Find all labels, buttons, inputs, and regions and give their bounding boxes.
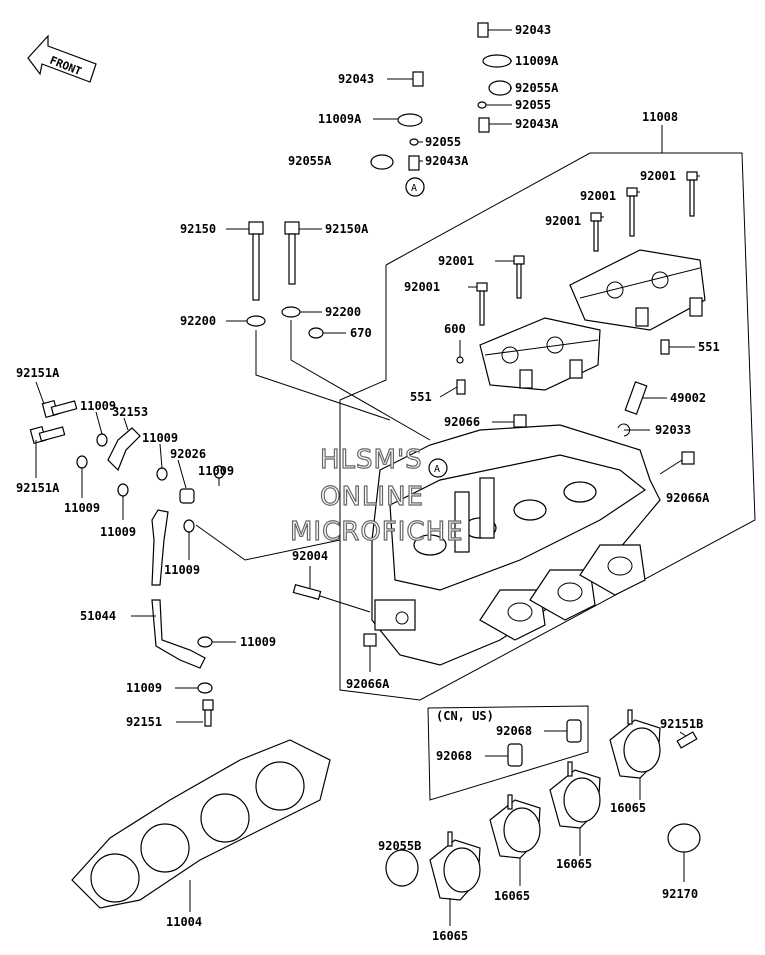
part-600 xyxy=(456,356,464,364)
label-92055B: 92055B xyxy=(378,839,421,853)
label-11009-f: 11009 xyxy=(164,563,200,577)
watermark: HLSM'S ONLINE MICROFICHE xyxy=(289,444,464,547)
label-92170: 92170 xyxy=(662,887,698,901)
label-51044: 51044 xyxy=(80,609,116,623)
label-92151B: 92151B xyxy=(660,717,703,731)
label-16065-b: 16065 xyxy=(556,857,592,871)
label-92033: 92033 xyxy=(655,423,691,437)
label-11009A-left: 11009A xyxy=(318,112,362,126)
label-92026: 92026 xyxy=(170,447,206,461)
part-92066A-bottom xyxy=(363,633,377,647)
part-551-right xyxy=(660,339,670,355)
label-92001-b: 92001 xyxy=(580,189,616,203)
label-92200-left: 92200 xyxy=(180,314,216,328)
region-box xyxy=(427,705,589,801)
label-11009-c: 11009 xyxy=(198,464,234,478)
svg-text:A: A xyxy=(411,183,417,194)
label-92200-right: 92200 xyxy=(325,305,361,319)
label-92055A-right: 92055A xyxy=(515,81,559,95)
part-49002 xyxy=(624,381,648,415)
camshaft-holder-front xyxy=(479,317,601,391)
label-92066A-bottom: 92066A xyxy=(346,677,390,691)
assembly-outline xyxy=(339,152,756,701)
label-92055-left: 92055 xyxy=(425,135,461,149)
seal-group-right xyxy=(477,22,512,133)
label-92151A-bottom: 92151A xyxy=(16,481,60,495)
bolts-92001 xyxy=(476,171,698,326)
label-551-left: 551 xyxy=(410,390,432,404)
part-92033 xyxy=(617,423,631,437)
seal-group-left xyxy=(370,71,425,197)
label-92066: 92066 xyxy=(444,415,480,429)
cylinder-head xyxy=(371,424,661,666)
head-bolts-92150 xyxy=(246,221,324,339)
label-92043A-left: 92043A xyxy=(425,154,469,168)
carb-holders-16065 xyxy=(429,709,661,901)
oil-pipe-assembly xyxy=(29,399,225,727)
o-ring-92055B xyxy=(385,849,419,887)
label-16065-a: 16065 xyxy=(610,801,646,815)
part-labels: 92043 11009A 92055A 92055 92043A 92043 1… xyxy=(16,23,720,943)
label-16065-d: 16065 xyxy=(432,929,468,943)
label-92043-top: 92043 xyxy=(515,23,551,37)
part-92068-bottom xyxy=(507,743,523,767)
label-11004: 11004 xyxy=(166,915,202,929)
clamp-92170 xyxy=(667,823,701,853)
svg-text:MICROFICHE: MICROFICHE xyxy=(290,517,464,547)
label-11009-e: 11009 xyxy=(100,525,136,539)
label-11009-g: 11009 xyxy=(240,635,276,649)
label-32153: 32153 xyxy=(112,405,148,419)
label-92043-left: 92043 xyxy=(338,72,374,86)
label-11009A-right: 11009A xyxy=(515,54,559,68)
label-11009-d: 11009 xyxy=(64,501,100,515)
region-note: (CN, US) xyxy=(436,709,494,723)
label-92001-c: 92001 xyxy=(545,214,581,228)
ref-marker-a-head: A xyxy=(428,458,448,478)
label-92150A: 92150A xyxy=(325,222,369,236)
stud-92004 xyxy=(292,584,371,613)
label-92066A-right: 92066A xyxy=(666,491,710,505)
part-92066A-right xyxy=(681,451,695,465)
label-92001-a: 92001 xyxy=(640,169,676,183)
label-11009-h: 11009 xyxy=(126,681,162,695)
ref-marker-a-top: A xyxy=(405,177,425,197)
part-92068-top xyxy=(566,719,582,743)
label-670: 670 xyxy=(350,326,372,340)
label-92004: 92004 xyxy=(292,549,328,563)
label-92068-bottom: 92068 xyxy=(436,749,472,763)
label-49002: 49002 xyxy=(670,391,706,405)
label-92151A-top: 92151A xyxy=(16,366,60,380)
label-11009-a: 11009 xyxy=(80,399,116,413)
label-92068-top: 92068 xyxy=(496,724,532,738)
screw-92151B xyxy=(676,731,698,749)
label-551-right: 551 xyxy=(698,340,720,354)
label-92150: 92150 xyxy=(180,222,216,236)
head-gasket-11004 xyxy=(71,739,331,909)
part-92066 xyxy=(513,414,527,428)
label-92055-right: 92055 xyxy=(515,98,551,112)
label-11009-b: 11009 xyxy=(142,431,178,445)
svg-text:ONLINE: ONLINE xyxy=(320,482,424,512)
front-arrow-icon: FRONT xyxy=(27,34,97,83)
label-92001-e: 92001 xyxy=(404,280,440,294)
svg-text:A: A xyxy=(434,464,440,475)
label-16065-c: 16065 xyxy=(494,889,530,903)
label-600: 600 xyxy=(444,322,466,336)
label-92043A-right: 92043A xyxy=(515,117,559,131)
label-92001-d: 92001 xyxy=(438,254,474,268)
label-11008: 11008 xyxy=(642,110,678,124)
camshaft-holder-rear xyxy=(569,249,706,331)
label-92151: 92151 xyxy=(126,715,162,729)
leader-lines xyxy=(35,29,700,926)
part-551-left xyxy=(456,379,466,395)
svg-text:HLSM'S: HLSM'S xyxy=(320,445,423,475)
label-92055A-left: 92055A xyxy=(288,154,332,168)
